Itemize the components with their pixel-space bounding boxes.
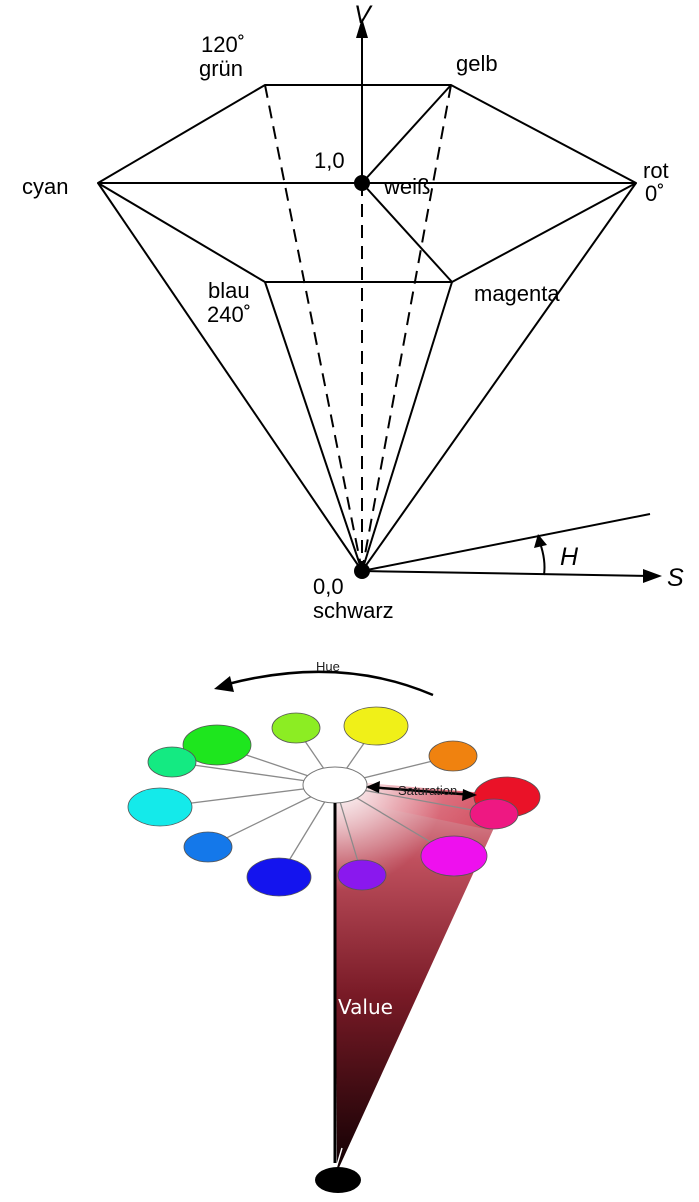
saturation-label: Saturation [398,783,457,798]
green-angle-label: 120˚ [201,32,245,57]
hidden-edges [264,84,452,572]
green-swatch [182,724,252,766]
red-label: rot [643,158,669,183]
yellow-label: gelb [456,51,498,76]
value-label: Value [338,995,393,1019]
red-angle-label: 0˚ [645,181,665,206]
blue-label: blau [208,278,250,303]
h-axis-label: H [560,543,579,571]
cyan-swatch [127,787,193,827]
white-label: weiß [383,174,430,199]
s-axis-arrowhead [643,569,662,583]
yellow-green-swatch [271,712,321,744]
cone-edge-red [361,182,637,572]
v-axis-label: V [354,1,373,29]
hue-arc-arrowhead [534,534,547,548]
s-axis-line [361,570,653,577]
saturation-arrowhead-right [462,789,477,801]
black-label: schwarz [313,598,394,623]
cone-edge-cyan [97,182,363,572]
magenta-label: magenta [474,281,560,306]
white-glow [335,781,509,1172]
value-one-label: 1,0 [314,148,345,173]
spring-green-swatch [147,746,197,778]
zero-label: 0,0 [313,574,344,599]
hue-angle-arc [539,542,546,576]
magenta-swatch [420,835,488,877]
saturation-arrowhead-left [366,781,380,793]
cone-edge-magenta [361,281,453,572]
center-magenta-edge [361,182,453,283]
hexcone-diagram [97,18,662,583]
s-axis-label: S [667,564,684,592]
orange-swatch [428,740,478,772]
black-point [354,563,370,579]
blue-angle-label: 240˚ [207,302,251,327]
hue-label: Hue [316,659,340,674]
yellow-center-edge [361,84,452,184]
yellow-swatch [343,706,409,746]
colorwheel-diagram: Hue [127,659,541,1193]
saturation-arrow [367,785,475,797]
hidden-edge-yellow [361,84,452,572]
white-point [354,175,370,191]
blue-swatch [246,857,312,897]
center-white-ellipse [302,766,368,804]
green-label: grün [199,56,243,81]
cone-edge-blue [264,281,363,572]
azure-swatch [183,831,233,863]
cyan-label: cyan [22,174,68,199]
black-base [315,1167,361,1193]
hue-reference-line [361,513,651,572]
violet-swatch [337,859,387,891]
hue-arc-arrowhead-wheel [214,676,234,692]
hue-arc-arrow [227,670,434,697]
v-axis-arrowhead [356,18,368,38]
rose-swatch [469,798,519,830]
